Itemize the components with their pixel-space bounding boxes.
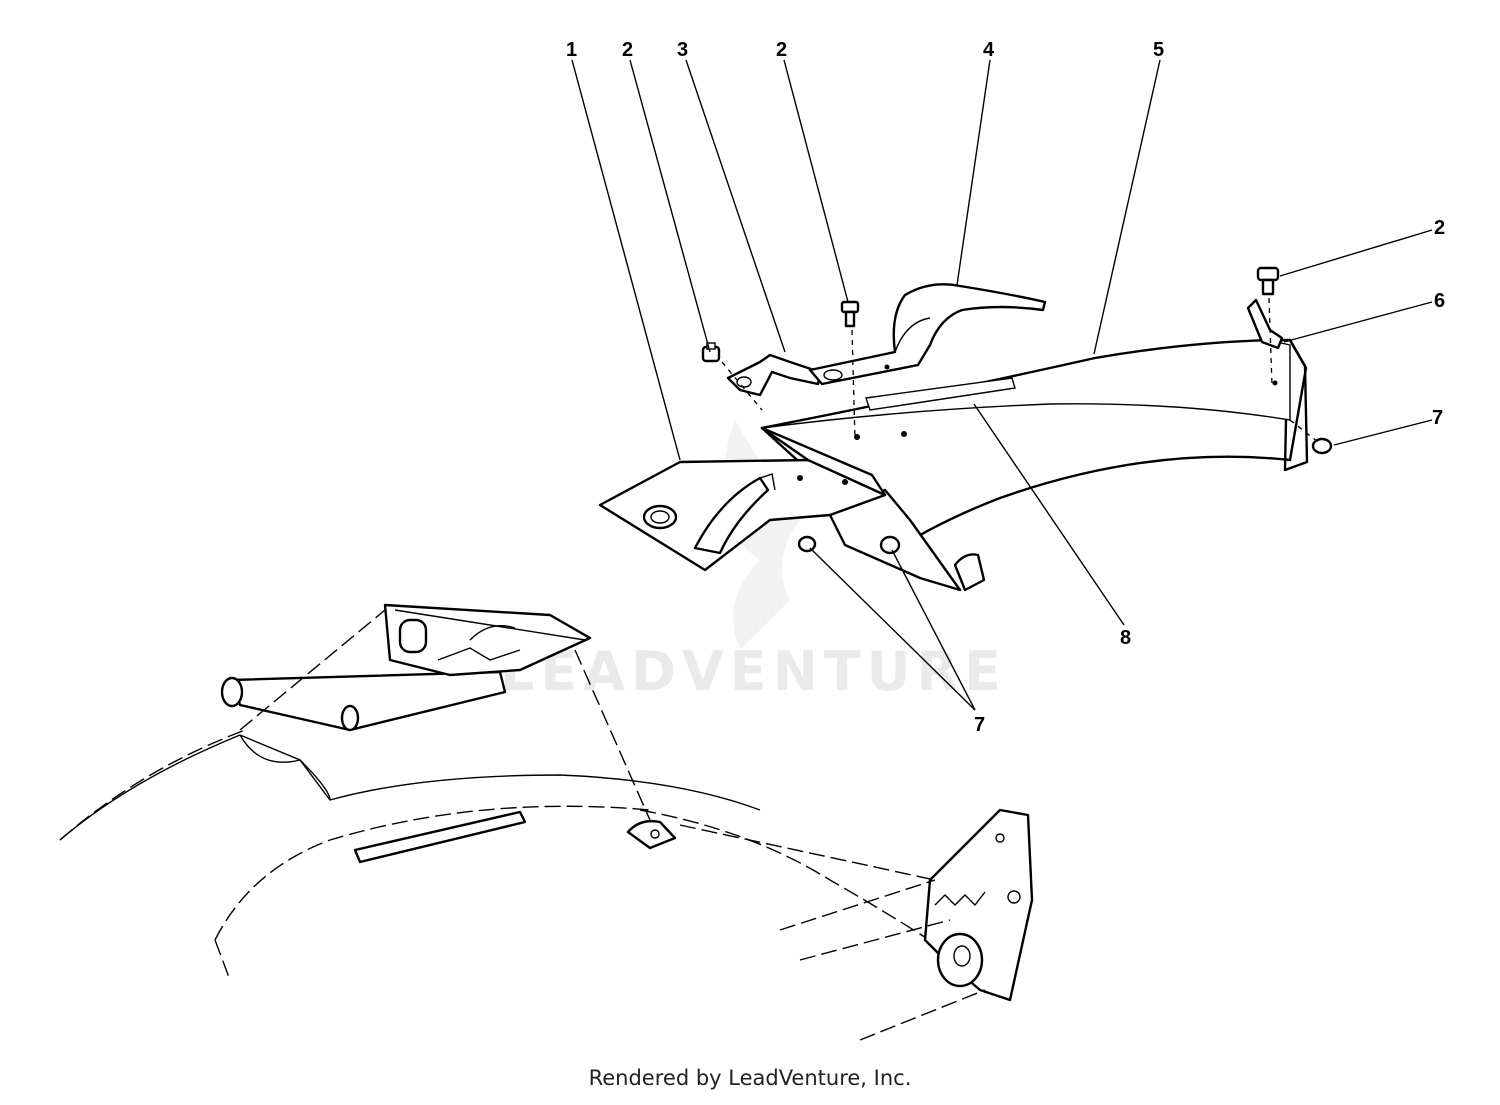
tractor-rear-assembly — [59, 603, 1034, 1041]
part-6-clip — [1246, 298, 1284, 350]
footer-credit: Rendered by LeadVenture, Inc. — [588, 1066, 912, 1090]
callout-3: 3 — [677, 39, 688, 61]
callout-5: 5 — [1153, 39, 1164, 61]
callout-1: 1 — [566, 39, 577, 61]
screw-top — [840, 300, 860, 328]
screw-left — [701, 342, 721, 363]
watermark-text: LEADVENTURE — [500, 640, 1007, 703]
screw-right — [1256, 266, 1280, 296]
callout-2a: 2 — [622, 39, 633, 61]
leader-lines — [571, 59, 1433, 711]
part-8-decal — [865, 377, 1016, 411]
assembly-lines — [721, 297, 1319, 443]
callout-4: 4 — [983, 39, 995, 61]
part-2-screws — [701, 266, 1280, 363]
part-3-bracket — [726, 353, 822, 397]
callout-2b: 2 — [776, 39, 787, 61]
callout-labels: 1 2 3 2 4 5 2 6 7 8 7 — [566, 39, 1445, 736]
part-4-handle — [808, 283, 1047, 386]
callout-6: 6 — [1434, 290, 1445, 312]
callout-8: 8 — [1120, 627, 1131, 649]
part-1-bracket — [598, 426, 887, 572]
callout-7a: 7 — [1432, 407, 1443, 429]
part-7-nuts — [797, 437, 1333, 555]
callout-7b: 7 — [974, 714, 985, 736]
callout-2c: 2 — [1434, 217, 1445, 239]
